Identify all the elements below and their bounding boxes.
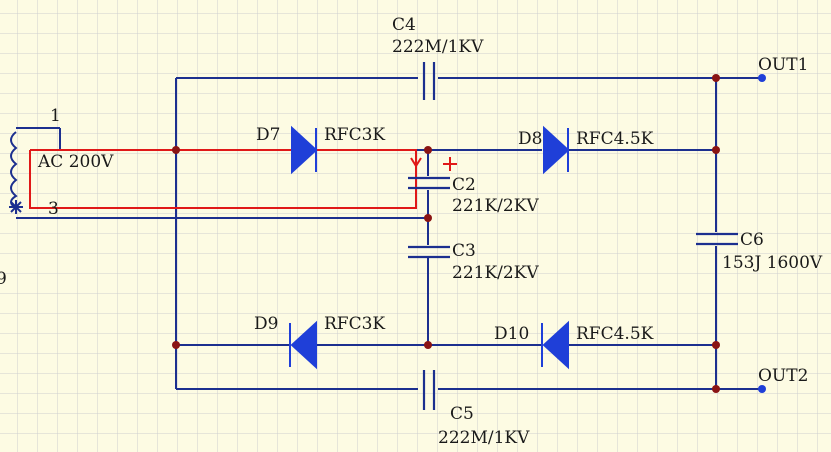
capacitor-c5: [422, 370, 436, 410]
c2-value: 221K/2KV: [452, 196, 539, 216]
d7-ref: D7: [256, 125, 280, 145]
c5-value: 222M/1KV: [438, 428, 530, 448]
c3-value: 221K/2KV: [452, 263, 539, 283]
out1-label: OUT1: [758, 55, 808, 75]
c5-ref: C5: [450, 404, 474, 424]
diode-d10: [541, 320, 569, 370]
d7-value: RFC3K: [324, 125, 385, 145]
highlight-loop: [29, 149, 457, 209]
d10-ref: D10: [494, 324, 529, 344]
transformer-pin3-label: 3: [48, 199, 59, 219]
c3-ref: C3: [452, 241, 476, 261]
c2-ref: C2: [452, 175, 476, 195]
d8-ref: D8: [518, 129, 542, 149]
transformer-voltage-label: AC 200V: [37, 152, 114, 172]
c6-value: 153J 1600V: [722, 253, 823, 273]
out1-port: [758, 74, 766, 82]
capacitor-c2: [408, 176, 450, 190]
d8-value: RFC4.5K: [576, 129, 654, 149]
transformer-pin1-label: 1: [50, 106, 61, 126]
d9-ref: D9: [254, 314, 278, 334]
capacitor-c3: [408, 245, 450, 259]
junctions: [172, 74, 720, 393]
d10-value: RFC4.5K: [576, 324, 654, 344]
out2-port: [758, 385, 766, 393]
capacitor-c4: [422, 62, 436, 100]
edge-label: 9: [0, 269, 7, 289]
capacitor-c6: [696, 232, 738, 246]
c6-ref: C6: [740, 230, 764, 250]
pin3-terminal: [9, 200, 23, 214]
diode-d9: [289, 320, 317, 370]
diode-d7: [291, 125, 318, 175]
c4-value: 222M/1KV: [392, 37, 484, 57]
d9-value: RFC3K: [324, 314, 385, 334]
diode-d8: [543, 125, 570, 175]
c4-ref: C4: [392, 15, 416, 35]
out2-label: OUT2: [758, 366, 808, 386]
